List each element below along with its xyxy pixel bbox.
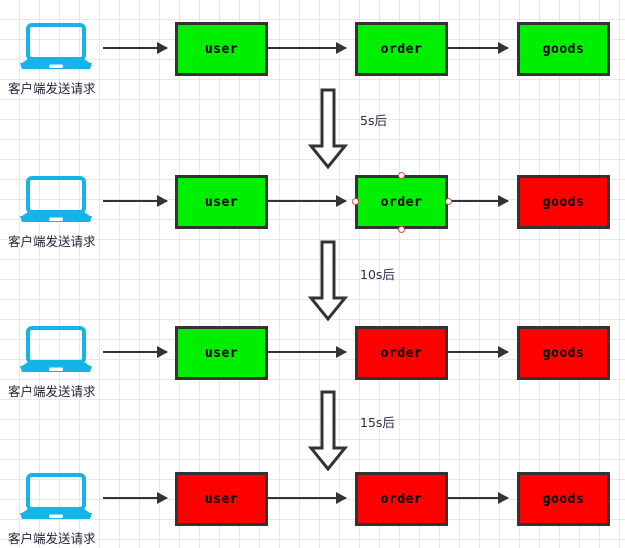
service-box-user[interactable]: user xyxy=(175,175,268,229)
service-box-goods[interactable]: goods xyxy=(517,472,610,526)
arrow-right-icon xyxy=(103,492,168,504)
arrow-right-icon xyxy=(448,346,509,358)
service-box-order[interactable]: order xyxy=(355,326,448,380)
service-box-user[interactable]: user xyxy=(175,22,268,76)
client-label: 客户端发送请求 xyxy=(8,384,96,399)
resize-handle-top[interactable] xyxy=(398,171,405,179)
service-box-goods[interactable]: goods xyxy=(517,175,610,229)
transition-label-5s: 5s后 xyxy=(360,113,387,128)
service-box-order[interactable]: order xyxy=(355,22,448,76)
arrow-right-icon xyxy=(268,346,347,358)
arrow-right-icon xyxy=(268,42,347,54)
transition-label-15s: 15s后 xyxy=(360,415,395,430)
transition-label-10s: 10s后 xyxy=(360,267,395,282)
laptop-icon xyxy=(20,176,92,222)
service-box-user[interactable]: user xyxy=(175,472,268,526)
laptop-icon xyxy=(20,326,92,372)
resize-handle-left[interactable] xyxy=(351,198,359,205)
service-box-goods[interactable]: goods xyxy=(517,326,610,380)
arrow-down-block-icon xyxy=(308,240,348,322)
service-box-user[interactable]: user xyxy=(175,326,268,380)
laptop-icon xyxy=(20,473,92,519)
resize-handle-right[interactable] xyxy=(444,198,452,205)
client-label: 客户端发送请求 xyxy=(8,531,96,546)
service-box-goods[interactable]: goods xyxy=(517,22,610,76)
arrow-right-icon xyxy=(103,42,168,54)
arrow-right-icon xyxy=(268,492,347,504)
arrow-right-icon xyxy=(268,195,347,207)
arrow-right-icon xyxy=(448,42,509,54)
client-label: 客户端发送请求 xyxy=(8,234,96,249)
arrow-right-icon xyxy=(448,195,509,207)
arrow-down-block-icon xyxy=(308,88,348,170)
arrow-down-block-icon xyxy=(308,390,348,472)
arrow-right-icon xyxy=(448,492,509,504)
service-box-order[interactable]: order xyxy=(355,472,448,526)
client-label: 客户端发送请求 xyxy=(8,81,96,96)
arrow-right-icon xyxy=(103,346,168,358)
laptop-icon xyxy=(20,23,92,69)
resize-handle-bottom[interactable] xyxy=(398,225,405,233)
service-box-order[interactable]: order xyxy=(355,175,448,229)
arrow-right-icon xyxy=(103,195,168,207)
